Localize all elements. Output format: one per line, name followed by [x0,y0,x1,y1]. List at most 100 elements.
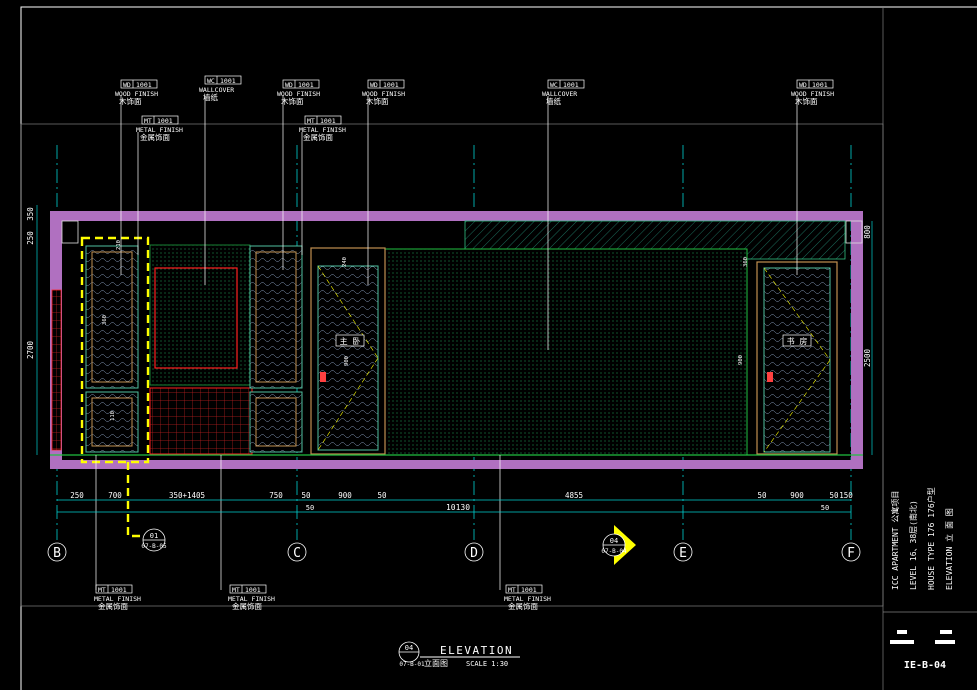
tag-chinese: 墙纸 [546,96,561,106]
dimension-label: 250 [26,231,35,245]
dimension-label: 350+1405 [169,491,205,500]
sheet-number: IE-B-04 [904,660,946,671]
tag-english: METAL FINISH [228,595,275,603]
tag-code: WD [799,81,807,89]
tag-english: WOOD FINISH [277,90,320,98]
tag-box [141,115,179,125]
dimension-label: 800 [863,225,872,239]
title-block [883,611,977,644]
dimension-label: 2500 [863,348,872,367]
detail-callout [80,236,150,538]
tag-chinese: 木饰面 [795,96,818,106]
door-master-bedroom [310,247,386,455]
tag-box [204,75,242,85]
door-study [756,261,838,455]
dimension-label: 2700 [26,340,35,359]
tag-code: MT [98,586,106,594]
grid-label: B [53,546,61,561]
inner-dimension: 900 [344,356,350,366]
tag-code: MT [144,117,152,125]
inner-dimension: 360 [743,257,749,267]
dimension-label: 50 [377,491,387,500]
tag-english: WOOD FINISH [115,90,158,98]
tag-code: WD [370,81,378,89]
dimension-total: 10130 [446,503,470,512]
section-number: 01 [150,532,158,540]
title-ref: 07-B-01 [399,661,425,668]
tag-box [505,584,543,594]
leader-lines [95,96,798,590]
grid-bubble [673,542,693,562]
tag-chinese: 金属饰面 [140,132,170,142]
tag-number: 1001 [111,586,127,594]
grid-label: C [293,546,301,561]
tag-english: METAL FINISH [299,126,346,134]
sheet-border [20,6,977,690]
title-number: 04 [405,644,413,652]
inner-dimension: 110 [110,411,116,421]
tag-box [304,115,342,125]
dimension-label: 350 [26,207,35,221]
inner-dimension: 210 [116,240,122,250]
tag-code: MT [307,117,315,125]
dimension-label: 50 [829,491,839,500]
tag-number: 1001 [298,81,314,89]
tag-box [282,79,320,89]
door-label: 主 卧 [340,336,361,346]
tag-box [367,79,405,89]
tag-number: 1001 [320,117,336,125]
tag-box [229,584,267,594]
tag-english: WALLCOVER [199,86,234,94]
wood-panels [85,245,303,453]
section-ref: 07-B-04 [601,548,627,555]
dimension-label: 750 [269,491,283,500]
titleblock-project: ICC APARTMENT 公寓项目 [890,491,900,590]
dimension-label: 50 [757,491,767,500]
dimension-label: 900 [790,491,804,500]
grid-bubble [464,542,484,562]
tag-code: WC [207,77,215,85]
tag-chinese: 金属饰面 [232,601,262,611]
dimension-label: 50 [306,504,314,512]
tag-number: 1001 [245,586,261,594]
tag-english: METAL FINISH [136,126,183,134]
dimension-label: 900 [338,491,352,500]
tag-code: MT [232,586,240,594]
tag-box [95,584,133,594]
tag-number: 1001 [521,586,537,594]
tag-chinese: 木饰面 [366,96,389,106]
tag-chinese: 金属饰面 [98,601,128,611]
grid-label: E [679,546,687,561]
tag-box [796,79,834,89]
grid-bubble [287,542,307,562]
wall-surface [51,244,748,456]
tag-chinese: 金属饰面 [303,132,333,142]
tag-code: WC [550,81,558,89]
grid-bubble [47,542,67,562]
titleblock-level: LEVEL 16、38层(南北) [908,500,918,590]
door-label: 书 房 [787,336,808,346]
tag-english: WOOD FINISH [791,90,834,98]
inner-dimension: 900 [738,355,744,365]
tag-english: METAL FINISH [94,595,141,603]
tag-code: MT [508,586,516,594]
tag-chinese: 木饰面 [281,96,304,106]
tag-number: 1001 [220,77,236,85]
tag-chinese: 金属饰面 [508,601,538,611]
tag-chinese: 木饰面 [119,96,142,106]
tag-box [547,79,585,89]
tag-number: 1001 [136,81,152,89]
dimension-label: 50 [301,491,311,500]
dimension-label: 4855 [565,491,583,500]
tag-box [120,79,158,89]
